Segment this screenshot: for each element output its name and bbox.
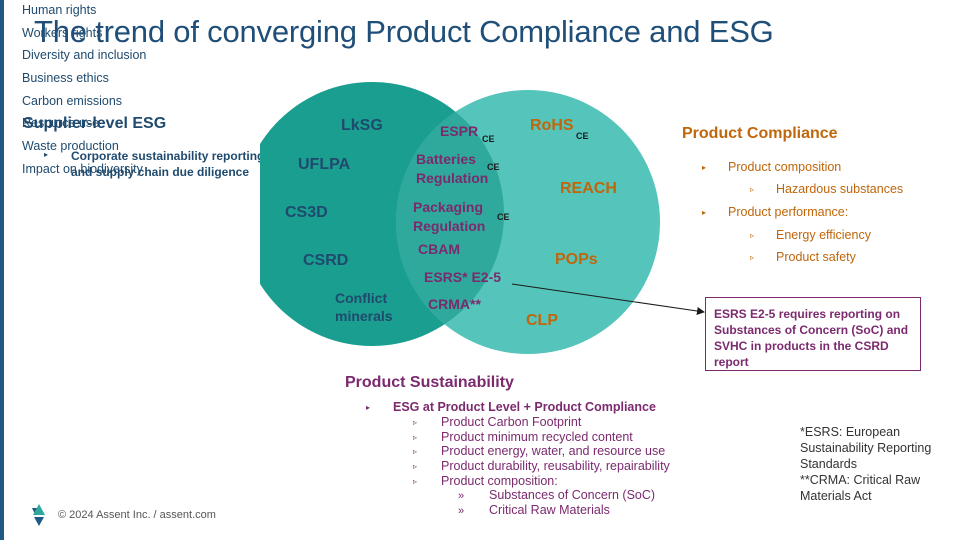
triangle-right-icon: ▸ — [702, 163, 707, 172]
ce-mark-icon: CE — [497, 212, 510, 222]
list-item-label: Product energy, water, and resource use — [441, 444, 666, 459]
list-item-label: Impact on biodiversity — [22, 161, 143, 176]
product-sustainability-list: ▹ Product Carbon Footprint ▹ Product minim… — [413, 415, 670, 488]
product-composition-sublist: » Substances of Concern (SoC) » Critical R… — [458, 488, 655, 518]
list-item: » Substances of Concern (SoC) — [458, 488, 655, 503]
list-item: ▹ Hazardous substances — [702, 180, 903, 203]
list-item-label: Workers rights — [22, 25, 103, 40]
product-compliance-heading: Product Compliance — [682, 125, 838, 142]
ce-mark-icon: CE — [576, 131, 589, 141]
label-uflpa: UFLPA — [298, 156, 351, 173]
label-pops: POPs — [555, 251, 598, 268]
list-item-label: Product safety — [776, 250, 856, 264]
list-item-label: Critical Raw Materials — [489, 503, 610, 517]
triangle-right-icon: ▹ — [413, 462, 418, 472]
label-packaging-regulation: Packaging Regulation — [413, 199, 486, 234]
product-sustainability-main-item: ESG at Product Level + Product Complianc… — [393, 400, 656, 414]
list-item-label: Product composition — [728, 160, 842, 174]
list-item-label: Diversity and inclusion — [22, 48, 147, 63]
list-item: ▹ Product energy, water, and resource use — [413, 444, 670, 459]
list-item-label: Energy efficiency — [776, 228, 871, 242]
list-item-label: Waste production — [22, 139, 119, 154]
label-batteries-regulation: Batteries Regulation — [416, 151, 489, 186]
triangle-right-icon: ▸ — [702, 208, 707, 217]
page-title: The trend of converging Product Complian… — [34, 14, 774, 49]
list-item: ▹ Product Carbon Footprint — [413, 415, 670, 430]
triangle-right-icon: ▹ — [750, 185, 755, 194]
label-clp: CLP — [526, 312, 558, 329]
list-item-label: Product durability, reusability, repaira… — [441, 459, 670, 474]
label-lksg: LkSG — [341, 117, 383, 134]
list-item-label: Resource use — [22, 116, 100, 131]
supplier-esg-list: ▹Human rights ▹Workers rights ▹Diversity… — [0, 0, 960, 182]
accent-bar — [0, 0, 4, 540]
double-chevron-right-icon: » — [458, 490, 465, 502]
list-item: ▹ Energy efficiency — [702, 226, 903, 248]
list-item-label: Carbon emissions — [22, 93, 123, 108]
overlap-region — [396, 90, 504, 346]
list-item-label: Substances of Concern (SoC) — [489, 488, 656, 502]
footnotes: *ESRS: European Sustainability Reporting… — [800, 424, 950, 504]
triangle-right-icon: ▹ — [413, 432, 418, 442]
ce-mark-icon: CE — [482, 134, 495, 144]
venn-diagram — [260, 82, 660, 354]
triangle-right-icon: ▸ — [44, 150, 49, 159]
list-item-label: Product Carbon Footprint — [441, 415, 582, 429]
label-crma: CRMA** — [428, 296, 481, 312]
list-item-label: Product minimum recycled content — [441, 429, 633, 444]
esrs-callout: ESRS E2-5 requires reporting on Substanc… — [705, 297, 921, 371]
label-conflict-minerals: Conflict minerals — [335, 290, 393, 324]
footnote-esrs: *ESRS: European Sustainability Reporting… — [800, 425, 932, 471]
product-sustainability-heading: Product Sustainability — [345, 374, 514, 391]
label-rohs: RoHS — [530, 117, 574, 134]
triangle-right-icon: ▹ — [413, 447, 418, 457]
list-item-label: Business ethics — [22, 71, 109, 86]
list-item-label: Hazardous substances — [776, 182, 904, 196]
list-item: ▹ Product durability, reusability, repair… — [413, 459, 670, 474]
triangle-right-icon: ▹ — [750, 253, 755, 262]
footer-copyright: © 2024 Assent Inc. / assent.com — [58, 509, 216, 521]
double-chevron-right-icon: » — [458, 505, 465, 517]
triangle-right-icon: ▸ — [366, 403, 371, 412]
list-item-label: Product composition: — [441, 473, 558, 488]
triangle-right-icon: ▹ — [413, 476, 418, 486]
list-item: » Critical Raw Materials — [458, 503, 655, 518]
label-cbam: CBAM — [418, 241, 460, 257]
supplier-esg-main-item: Corporate sustainability reporting and s… — [71, 149, 265, 179]
list-item: ▸ Product performance: — [702, 203, 903, 226]
triangle-right-icon: ▹ — [413, 418, 418, 427]
list-item: ▹ Product safety — [702, 248, 903, 270]
list-item: ▸ Product composition — [702, 158, 903, 180]
list-item: ▹ Product minimum recycled content — [413, 430, 670, 445]
label-csrd: CSRD — [303, 252, 349, 269]
label-espr: ESPR — [440, 123, 479, 139]
footnote-crma: **CRMA: Critical Raw Materials Act — [800, 473, 921, 503]
label-reach: REACH — [560, 180, 617, 197]
product-compliance-list: ▸ Product composition ▹ Hazardous substanc… — [702, 158, 903, 270]
list-item: ▹ Product composition: — [413, 474, 670, 489]
label-esrs-e2-5: ESRS* E2-5 — [424, 269, 502, 285]
assent-logo-icon — [32, 504, 45, 526]
label-cs3d: CS3D — [285, 204, 328, 221]
list-item-label: Human rights — [22, 3, 97, 17]
supplier-esg-heading: Supplier-level ESG — [23, 115, 167, 132]
ce-mark-icon: CE — [487, 162, 500, 172]
list-item-label: Product performance: — [728, 205, 849, 219]
triangle-right-icon: ▹ — [750, 231, 755, 240]
